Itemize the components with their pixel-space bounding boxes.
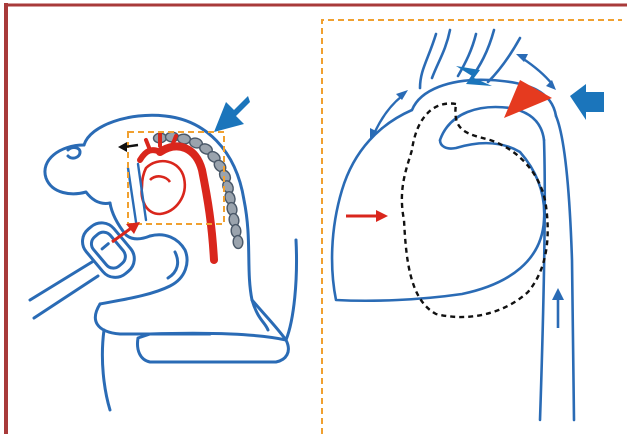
left-panel: [30, 96, 297, 410]
stress-mark: [456, 66, 492, 86]
vertebra: [233, 235, 243, 249]
heart: [142, 161, 185, 214]
heart-force-arrow: [346, 210, 388, 222]
heart-outline: [332, 110, 544, 301]
right-panel: [322, 20, 622, 434]
flow-arrow: [552, 288, 564, 328]
isthmus-tear: [504, 80, 552, 118]
occupant-silhouette: [45, 115, 286, 410]
impact-arrow-right: [570, 84, 604, 120]
displaced-heart-outline: [402, 103, 548, 317]
impact-arrow-left: [214, 96, 250, 132]
descending-aorta: [540, 116, 574, 420]
